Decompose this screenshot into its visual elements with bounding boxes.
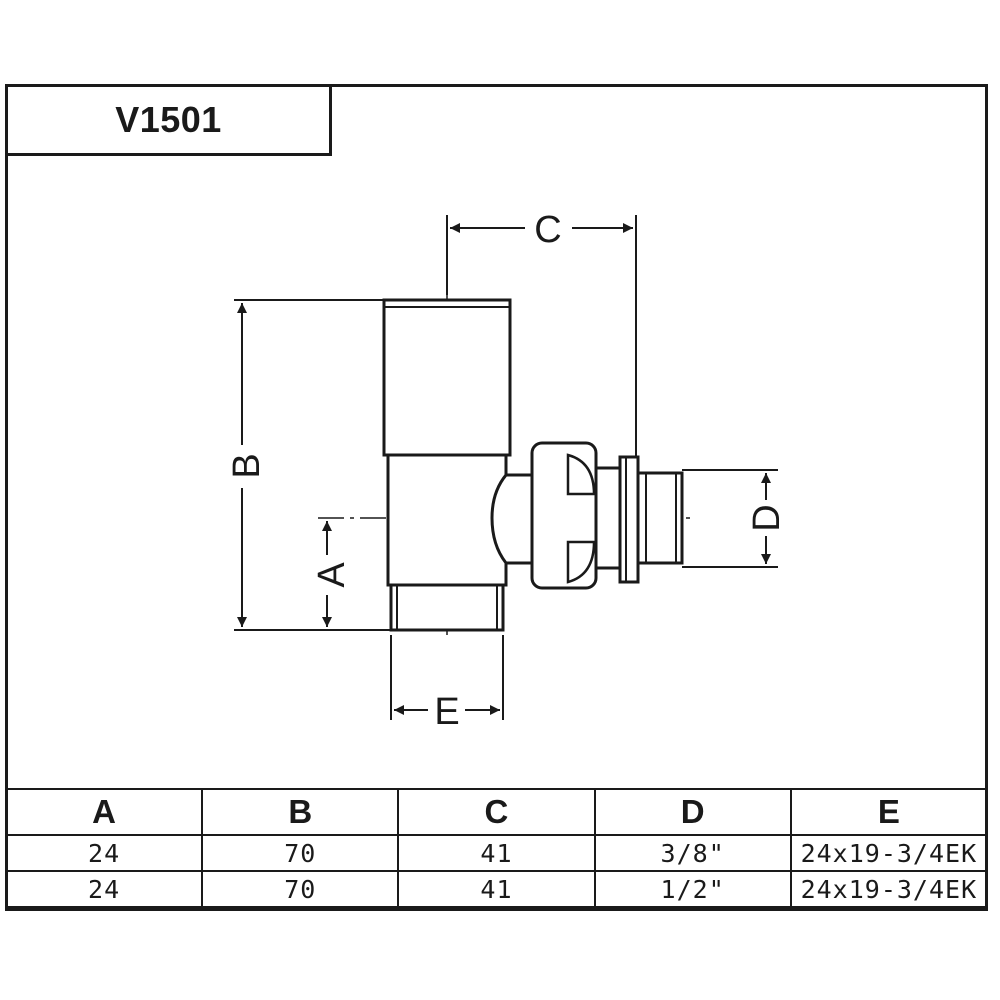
top-cap <box>382 298 512 457</box>
dim-label-c: C <box>534 209 561 251</box>
valve-body <box>382 298 684 632</box>
bottom-thread <box>389 583 505 632</box>
cell-a: 24 <box>4 834 204 872</box>
header-b: B <box>201 788 400 836</box>
dim-label-b: B <box>226 453 268 478</box>
table-header-row: A B C D E <box>4 788 989 836</box>
cell-e: 24x19-3/4EK <box>789 870 989 908</box>
washer <box>594 466 624 570</box>
table-row: 24 70 41 3/8" 24x19-3/4EK <box>4 834 989 872</box>
dim-label-a: A <box>311 562 353 588</box>
cell-e: 24x19-3/4EK <box>789 834 989 872</box>
dim-label-d: D <box>746 504 788 531</box>
cell-c: 41 <box>397 870 596 908</box>
lower-body <box>386 453 508 587</box>
table-row: 24 70 41 1/2" 24x19-3/4EK <box>4 870 989 908</box>
cell-d: 1/2" <box>593 870 792 908</box>
extension-lines <box>234 215 778 720</box>
header-e: E <box>789 788 989 836</box>
flange <box>618 455 640 584</box>
header-a: A <box>4 788 204 836</box>
header-c: C <box>397 788 596 836</box>
product-code: V1501 <box>115 99 222 140</box>
branch-dome <box>490 473 534 565</box>
header-d: D <box>593 788 792 836</box>
cell-a: 24 <box>4 870 204 908</box>
cell-b: 70 <box>201 834 400 872</box>
dimension-lines <box>237 223 771 715</box>
cell-c: 41 <box>397 834 596 872</box>
cell-d: 3/8" <box>593 834 792 872</box>
cell-b: 70 <box>201 870 400 908</box>
dimension-table: A B C D E 24 70 41 3/8" 24x19-3/4EK 24 7… <box>4 788 989 908</box>
drawing-frame <box>5 84 988 911</box>
valve-technical-drawing: C B A D E <box>226 209 788 733</box>
title-box: V1501 <box>5 84 332 156</box>
dim-label-e: E <box>434 691 459 733</box>
